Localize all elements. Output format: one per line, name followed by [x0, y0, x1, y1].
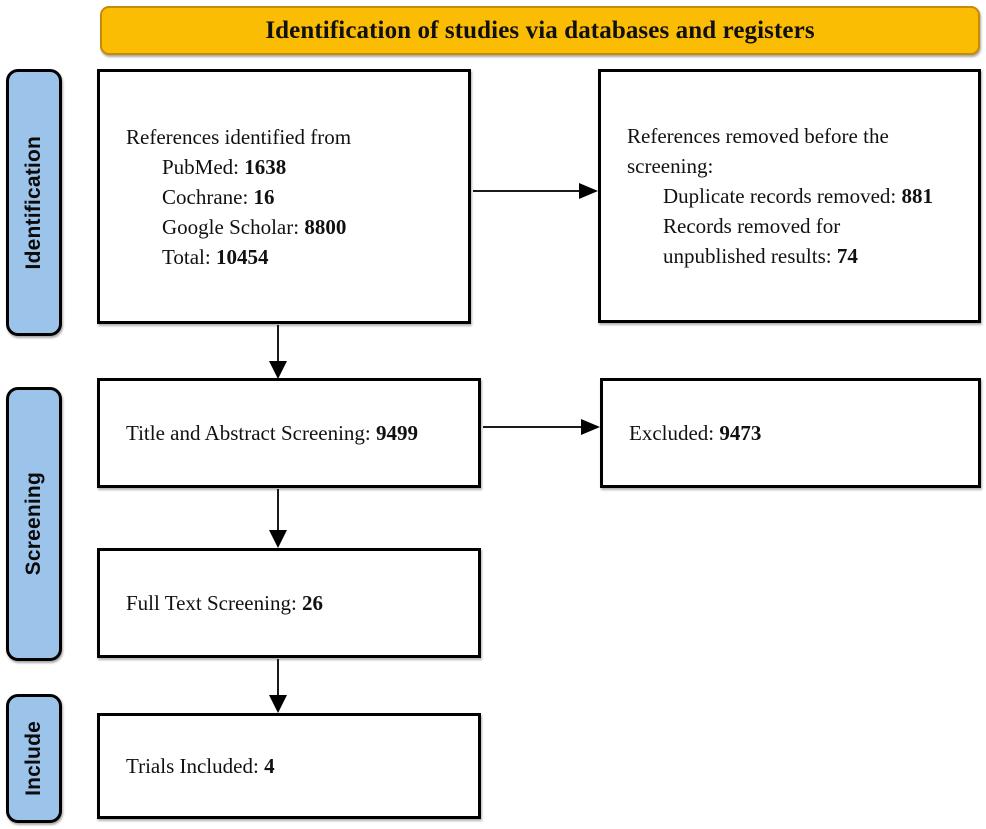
arrow-right-identified-to-removed: [473, 182, 599, 200]
records-removed-unpublished-line1: Records removed for: [663, 214, 841, 238]
arrow-down-identified-to-title-abstract: [265, 325, 291, 380]
google-scholar-count: 8800: [304, 214, 347, 239]
box-title-abstract-screening: Title and Abstract Screening: 9499: [97, 378, 481, 488]
duplicate-records-removed-row: Duplicate records removed: 881: [627, 181, 978, 211]
stage-label-identification-text: Identification: [22, 135, 45, 270]
stage-label-screening: Screening: [6, 387, 62, 661]
box-title-abstract-screening-body: Title and Abstract Screening: 9499: [100, 418, 478, 448]
references-removed-heading-line1: References removed before the: [627, 124, 889, 148]
arrow-right-title-abstract-to-excluded: [483, 418, 601, 436]
records-removed-unpublished-line2: unpublished results: 74: [627, 241, 978, 271]
box-references-identified-body: References identified from PubMed: 1638 …: [100, 122, 468, 272]
references-identified-item-total: Total: 10454: [126, 242, 468, 272]
stage-label-include-text: Include: [22, 721, 45, 796]
pubmed-count: 1638: [244, 154, 287, 179]
box-trials-included: Trials Included: 4: [97, 713, 481, 819]
unpublished-results-label: unpublished results:: [663, 244, 832, 268]
google-scholar-label: Google Scholar:: [162, 214, 300, 239]
cochrane-label: Cochrane:: [162, 184, 249, 209]
diagram-title: Identification of studies via databases …: [265, 16, 815, 44]
box-excluded: Excluded: 9473: [600, 378, 981, 488]
excluded-count: 9473: [719, 421, 762, 445]
title-abstract-screening-label: Title and Abstract Screening:: [126, 421, 371, 445]
trials-included-count: 4: [264, 754, 275, 778]
full-text-screening-label: Full Text Screening:: [126, 591, 297, 615]
total-label: Total:: [162, 244, 211, 269]
box-trials-included-body: Trials Included: 4: [100, 751, 478, 781]
cochrane-count: 16: [253, 184, 275, 209]
full-text-screening-count: 26: [302, 591, 324, 615]
pubmed-label: PubMed:: [162, 154, 240, 179]
references-identified-item-google-scholar: Google Scholar: 8800: [126, 212, 468, 242]
title-abstract-screening-row: Title and Abstract Screening: 9499: [126, 418, 478, 448]
full-text-screening-row: Full Text Screening: 26: [126, 588, 478, 618]
duplicate-records-removed-count: 881: [901, 184, 934, 208]
unpublished-results-count: 74: [836, 244, 858, 268]
box-references-identified: References identified from PubMed: 1638 …: [97, 69, 471, 324]
box-full-text-screening-body: Full Text Screening: 26: [100, 588, 478, 618]
stage-label-include: Include: [6, 694, 62, 823]
box-full-text-screening: Full Text Screening: 26: [97, 548, 481, 658]
references-identified-heading: References identified from: [126, 124, 352, 149]
arrow-down-title-abstract-to-full-text: [265, 489, 291, 549]
box-excluded-body: Excluded: 9473: [603, 418, 978, 448]
trials-included-row: Trials Included: 4: [126, 751, 478, 781]
duplicate-records-removed-label: Duplicate records removed:: [663, 184, 897, 208]
title-abstract-screening-count: 9499: [376, 421, 419, 445]
diagram-header-banner: Identification of studies via databases …: [100, 6, 980, 55]
box-references-removed: References removed before the screening:…: [598, 69, 981, 323]
references-removed-heading-line2: screening:: [627, 154, 714, 178]
stage-label-screening-text: Screening: [22, 472, 45, 576]
excluded-row: Excluded: 9473: [629, 418, 978, 448]
references-identified-item-cochrane: Cochrane: 16: [126, 182, 468, 212]
excluded-label: Excluded:: [629, 421, 715, 445]
trials-included-label: Trials Included:: [126, 754, 259, 778]
box-references-removed-body: References removed before the screening:…: [601, 121, 978, 271]
stage-label-identification: Identification: [6, 69, 62, 336]
arrow-down-full-text-to-trials-included: [265, 659, 291, 714]
total-count: 10454: [215, 244, 269, 269]
references-identified-item-pubmed: PubMed: 1638: [126, 152, 468, 182]
